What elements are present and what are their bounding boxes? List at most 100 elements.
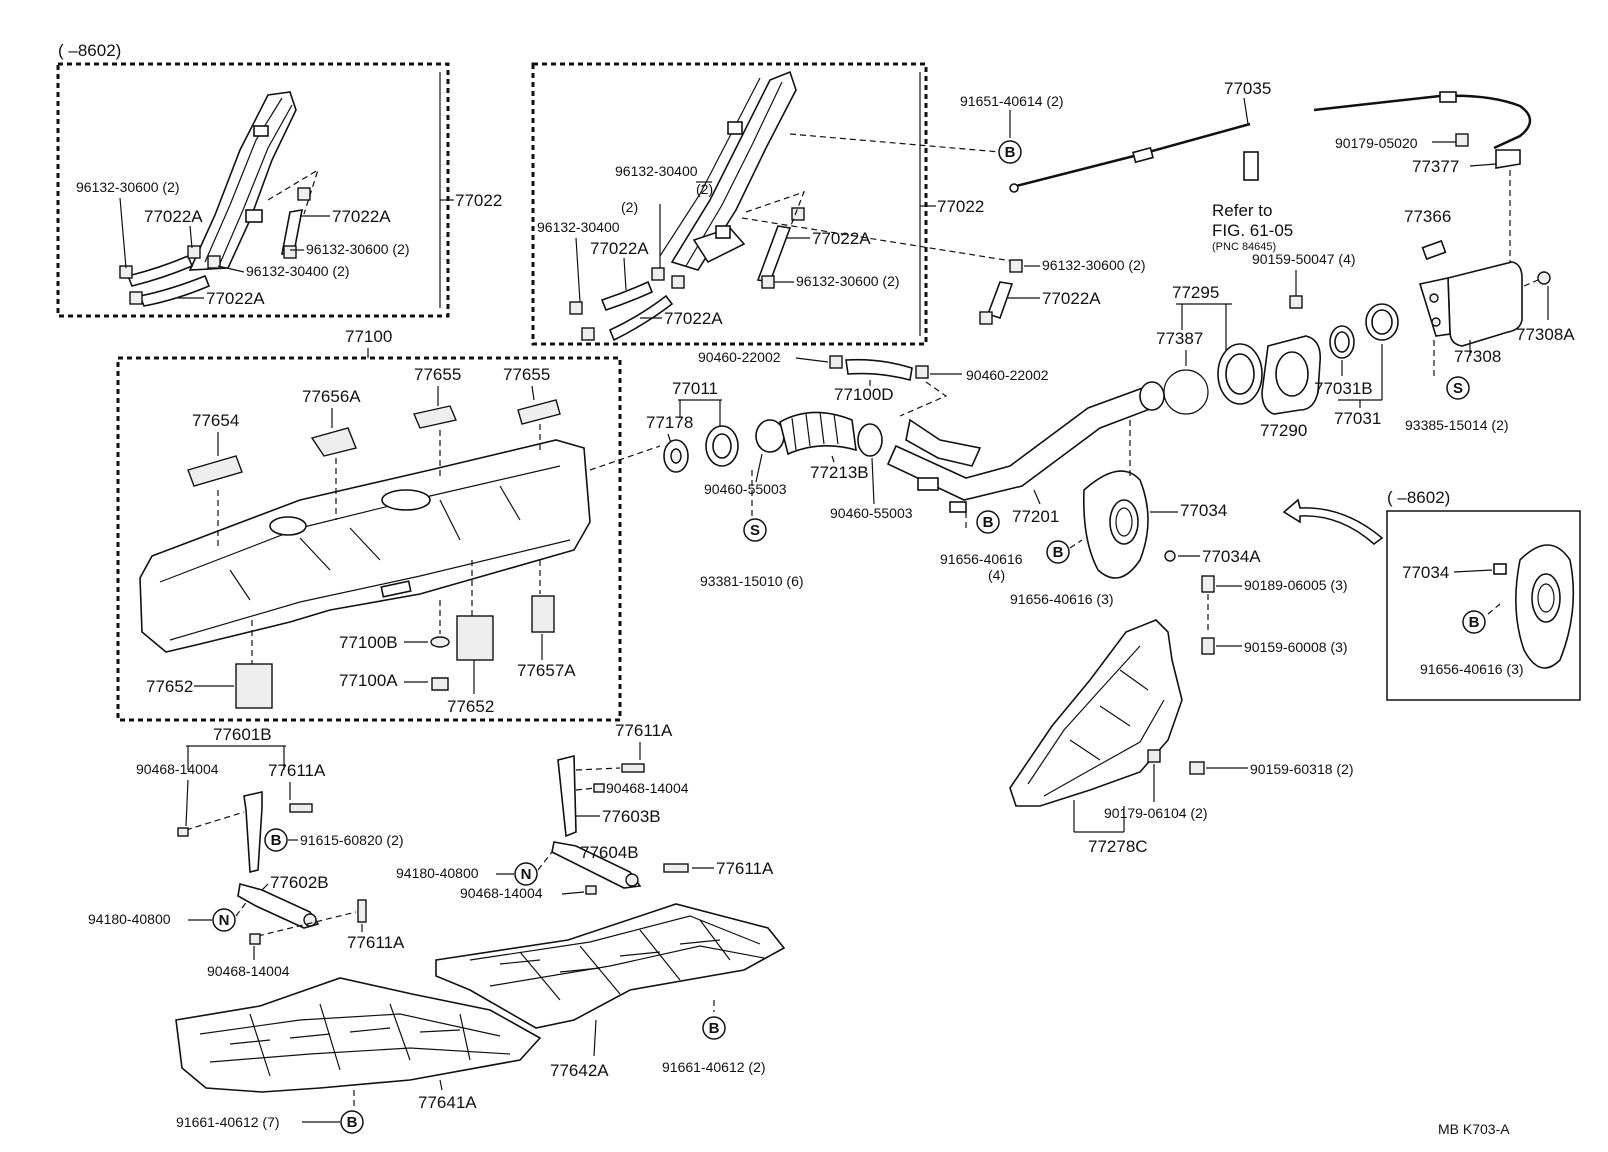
label-77602B: 77602B [270,873,329,892]
label-77022A-7: 77022A [1042,289,1101,308]
label-90468-14004-d: 90468-14004 [460,885,543,901]
hose-77100D [845,358,913,381]
label-77611A-a: 77611A [268,761,326,780]
label-90460-22002-a: 90460-22002 [698,349,781,365]
label-77387: 77387 [1156,329,1203,348]
label-77100D: 77100D [834,385,894,404]
filler-pipe-77201 [886,381,1165,513]
label-96132-30600-2c: 96132-30600 (2) [796,273,900,289]
label-90468-14004-b: 90468-14004 [207,963,290,979]
label-77278C: 77278C [1088,837,1148,856]
label-77178: 77178 [646,413,693,432]
clamp-right-a [1009,259,1023,273]
nut-90179-06104 [1147,749,1161,763]
svg-text:B: B [347,1114,358,1131]
symbol-b-91656-3: B [1046,540,1070,564]
clip-90468-a [177,827,189,837]
label-77657A: 77657A [517,661,576,680]
label-77031: 77031 [1334,409,1381,428]
symbol-s-93381: S [743,518,767,542]
band-77603B [557,754,577,838]
label-96132-30600-2a: 96132-30600 (2) [76,179,180,195]
label-90159-60008: 90159-60008 (3) [1244,639,1348,655]
svg-text:B: B [1469,614,1480,631]
label-77601B: 77601B [213,725,272,744]
pad-77656A [310,427,357,457]
label-77022A-5: 77022A [812,229,871,248]
label-90460-22002-b: 90460-22002 [966,367,1049,383]
label-fig: FIG. 61-05 [1212,221,1293,240]
clamp-90460-22002-b [915,365,929,379]
label-91656-40616-inset: 91656-40616 (3) [1420,661,1524,677]
svg-text:S: S [750,522,760,539]
filler-neck-ring-77295 [1217,343,1263,405]
bolt-90159-60318 [1189,761,1205,775]
symbol-s-93385: S [1446,376,1470,400]
fuel-lid-opener-cable [1009,91,1532,193]
label-94180-40800-a: 94180-40800 [88,911,171,927]
label-90468-14004-c: 90468-14004 [606,780,689,796]
fuel-lid-lock-ref [1243,151,1259,181]
label-77100A: 77100A [339,671,398,690]
label-77022A-3: 77022A [206,289,265,308]
symbol-b-91656-4: B [976,510,1000,534]
inset-label-top-left: ( –8602) [58,41,121,60]
label-77100: 77100 [345,327,392,346]
label-77642A: 77642A [550,1061,609,1080]
svg-text:S: S [1453,380,1463,397]
svg-text:B: B [271,832,282,849]
label-90159-60318: 90159-60318 (2) [1250,761,1354,777]
label-77034A: 77034A [1202,547,1261,566]
label-90179-06104: 90179-06104 (2) [1104,805,1208,821]
label-91615-60820: 91615-60820 (2) [300,832,404,848]
filler-housing-inset-77034 [1493,544,1575,669]
label-77022A-6: 77022A [664,309,723,328]
gasket-77387 [1163,369,1209,415]
under-cover-77641A [175,977,542,1093]
pad-77655-b [517,399,561,425]
label-77308: 77308 [1454,347,1501,366]
label-91661-40612-a: 91661-40612 (2) [662,1059,766,1075]
label-77655-a: 77655 [414,365,461,384]
symbol-b-91651: B [998,140,1022,164]
label-77654: 77654 [192,411,239,430]
svg-text:B: B [1005,144,1016,161]
label-96132-30400-left: 96132-30400 [537,219,620,235]
pad-77655-a [413,405,457,429]
drain-plug-77100A [431,677,449,691]
label-91656-40616-4: 91656-40616 [940,551,1023,567]
label-96132-30600-2b: 96132-30600 (2) [306,241,410,257]
diagram-ref-code: MB K703-A [1438,1121,1510,1137]
cap-77031 [1365,303,1399,341]
clip-90468-c [593,783,605,793]
label-96132-30400-top: 96132-30400 [615,163,698,179]
svg-text:N: N [521,866,532,883]
gasket-77011 [705,425,739,467]
clamp-90460-22002-a [829,355,843,369]
label-96132-30600-2d: 96132-30600 (2) [1042,257,1146,273]
clip-90468-b [249,933,261,945]
bolt-77611A-a [289,803,313,813]
gasket-77100B [430,636,450,648]
symbol-b-91661-a: B [702,1016,726,1040]
symbol-b-91656-inset: B [1462,610,1486,634]
label-91661-40612-b: 91661-40612 (7) [176,1114,280,1130]
band-77601B [243,791,263,874]
label-77100B: 77100B [339,633,398,652]
label-77641A: 77641A [418,1093,477,1112]
label-4: (4) [988,567,1005,583]
label-90468-14004-a: 90468-14004 [136,761,219,777]
label-91656-40616-3: 91656-40616 (3) [1010,591,1114,607]
label-90460-55003-b: 90460-55003 [830,505,913,521]
label-77611A-b: 77611A [347,933,405,952]
label-77290: 77290 [1260,421,1307,440]
pad-77652-a [235,663,273,709]
band-77602B [237,882,320,929]
breather-pipe-assembly-center [659,70,797,271]
label-77034: 77034 [1180,501,1227,520]
label-77656A: 77656A [302,387,361,406]
label-77201: 77201 [1012,507,1059,526]
nut-90179 [1455,133,1469,147]
label-77022-a: 77022 [455,191,502,210]
label-77022A-1: 77022A [144,207,203,226]
